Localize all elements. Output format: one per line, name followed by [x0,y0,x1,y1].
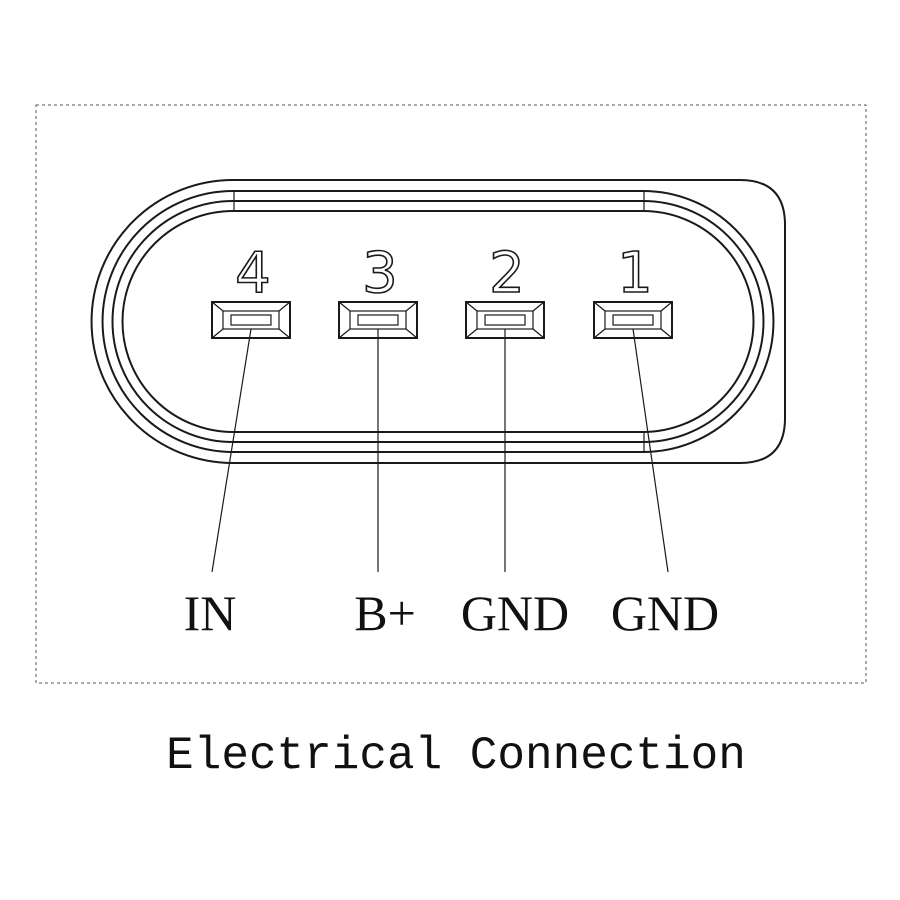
pin-terminal-contact [230,314,272,326]
pin-bevel-line [211,301,224,312]
pin-terminal-contact [612,314,654,326]
housing-ring-2 [111,200,765,443]
pin-bevel-line [405,328,418,339]
pin-terminal-contact [484,314,526,326]
pin-signal-label: GND [611,585,719,641]
pin-bevel-line [278,301,291,312]
pin-lead-line [632,328,669,573]
pin-bevel-line [338,328,351,339]
pin-bevel-line [465,328,478,339]
pin-bevel-line [593,328,606,339]
pin-number: 3 [362,241,398,306]
pin-bevel-line [465,301,478,312]
housing-ring-3 [121,210,755,433]
pin-bevel-line [211,328,224,339]
connector-housing [90,179,786,464]
pin-lead-line [211,328,252,573]
pin-bevel-line [338,301,351,312]
pin-signal-label: GND [461,585,569,641]
pin-number: 1 [617,241,653,306]
diagram-frame [35,104,867,684]
pin-terminal-outer [593,301,673,339]
pin-signal-label: IN [184,585,237,641]
pin-4: 4IN [184,240,291,641]
pin-bevel-line [405,301,418,312]
pin-number: 2 [489,241,525,306]
diagram-caption: Electrical Connection [166,730,746,782]
pin-terminal-contact [357,314,399,326]
pin-bevel-line [532,301,545,312]
pin-bevel-line [593,301,606,312]
pin-bevel-line [278,328,291,339]
pin-signal-label: B+ [354,585,416,641]
pin-bevel-line [660,301,673,312]
pin-terminal-outer [211,301,291,339]
pin-bevel-line [532,328,545,339]
pin-3: 3B+ [338,240,418,641]
housing-ring-1 [101,190,775,453]
pin-bevel-line [660,328,673,339]
pin-number: 4 [235,241,271,306]
